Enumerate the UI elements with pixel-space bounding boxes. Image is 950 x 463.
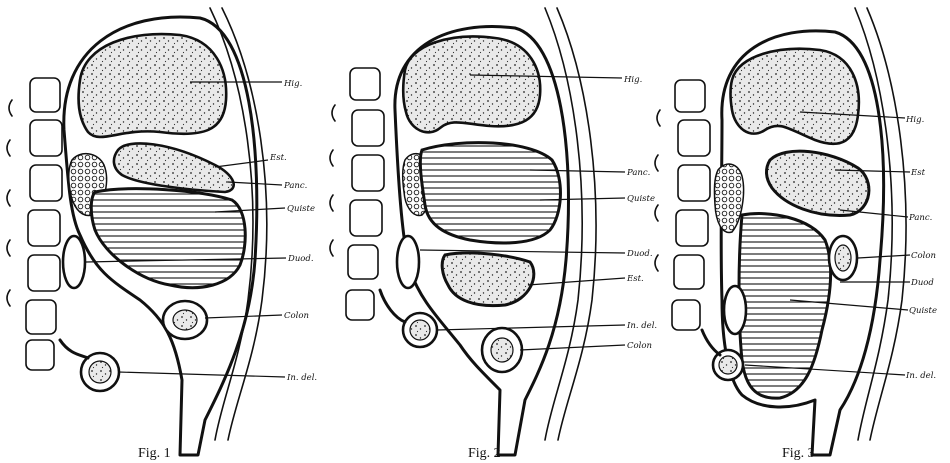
spine-vertebrae — [7, 78, 62, 370]
pancreas-panc — [714, 164, 743, 232]
label-fig1-colon: Colon — [284, 311, 309, 321]
stomach-est — [442, 253, 534, 306]
liver-hig — [731, 49, 859, 144]
stomach-est — [114, 143, 234, 192]
label-fig3-in-del: In. del. — [905, 371, 936, 381]
label-fig2-colon: Colon — [627, 341, 652, 351]
liver-hig — [403, 37, 540, 133]
liver-hig — [79, 34, 227, 137]
label-fig1-panc: Panc. — [283, 181, 307, 191]
label-fig3-colon: Colon — [911, 251, 936, 261]
label-fig2-quiste: Quiste — [627, 194, 655, 204]
label-fig1-est: Est. — [269, 153, 287, 163]
spine-vertebrae — [655, 80, 710, 330]
label-fig3-quiste: Quiste — [909, 306, 937, 316]
cyst-quiste — [91, 189, 245, 288]
label-fig2-hig: Hig. — [623, 75, 642, 85]
label-fig2-duod: Duod. — [626, 249, 653, 259]
duodenum-duod — [724, 286, 746, 334]
label-fig3-hig: Hig. — [905, 115, 924, 125]
label-fig1-duod: Duod. — [287, 254, 314, 264]
cyst-quiste — [420, 143, 560, 243]
label-fig2-panc: Panc. — [626, 168, 650, 178]
label-fig1-in-del: In. del. — [286, 373, 317, 383]
label-fig2-in-del: In. del. — [626, 321, 657, 331]
caption-fig1: Fig. 1 — [138, 446, 171, 461]
label-fig3-est: Est — [910, 168, 926, 178]
figure-1: Hig. Est. Panc. Quiste Duod. Colon In. d… — [7, 8, 317, 461]
label-fig3-duod: Duod — [910, 278, 934, 288]
stomach-est — [766, 151, 868, 215]
figure-3: Hig. Est Panc. Colon Duod Quiste In. del… — [655, 8, 937, 461]
duodenum-duod — [397, 236, 419, 288]
spine-vertebrae — [330, 68, 384, 320]
caption-fig2: Fig. 2 — [468, 446, 501, 461]
label-fig1-quiste: Quiste — [287, 204, 315, 214]
label-fig2-est: Est. — [626, 274, 644, 284]
figure-2: Hig. Panc. Quiste Duod. Est. In. del. Co… — [330, 8, 657, 461]
caption-fig3: Fig. 3 — [782, 446, 815, 461]
label-fig3-panc: Panc. — [908, 213, 932, 223]
label-fig1-hig: Hig. — [283, 79, 302, 89]
duodenum-duod — [63, 236, 85, 288]
cyst-quiste — [739, 214, 831, 399]
